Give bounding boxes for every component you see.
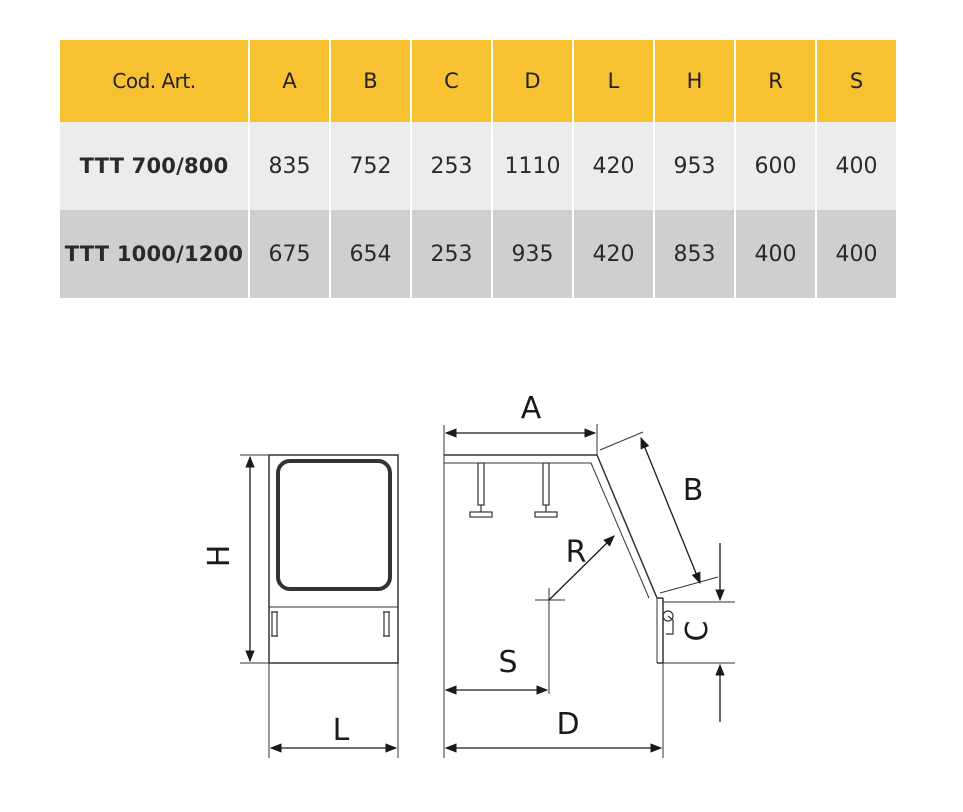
cell-d: 935 (491, 210, 572, 298)
header-cod-art: Cod. Art. (60, 40, 248, 122)
cell-h: 853 (653, 210, 734, 298)
front-clamp (662, 610, 674, 635)
dimension-line-b (640, 436, 701, 585)
label-r: R (566, 535, 587, 570)
header-a: A (248, 40, 329, 122)
header-d: D (491, 40, 572, 122)
cell-a: 675 (248, 210, 329, 298)
clamp-left (271, 611, 278, 637)
cell-s: 400 (815, 210, 896, 298)
label-h: H (202, 545, 237, 568)
label-c: C (680, 621, 715, 642)
side-profile-inner (444, 462, 650, 599)
cell-b: 654 (329, 210, 410, 298)
ext-line-b-bottom (659, 576, 719, 594)
header-b: B (329, 40, 410, 122)
label-s: S (498, 645, 517, 680)
cell-s: 400 (815, 122, 896, 210)
cell-h: 953 (653, 122, 734, 210)
front-window (276, 459, 392, 591)
header-r: R (734, 40, 815, 122)
cell-a: 835 (248, 122, 329, 210)
cell-c: 253 (410, 210, 491, 298)
header-h: H (653, 40, 734, 122)
cell-c: 253 (410, 122, 491, 210)
side-view (443, 424, 735, 758)
cell-r: 600 (734, 122, 815, 210)
cell-r: 400 (734, 210, 815, 298)
front-frame (268, 454, 399, 664)
cell-l: 420 (572, 210, 653, 298)
label-l: L (333, 713, 350, 748)
cell-model: TTT 700/800 (60, 122, 248, 210)
cell-l: 420 (572, 122, 653, 210)
header-c: C (410, 40, 491, 122)
clamp-right (383, 611, 390, 637)
header-s: S (815, 40, 896, 122)
label-d: D (556, 707, 579, 742)
mount-foot-1 (469, 462, 493, 518)
cell-model: TTT 1000/1200 (60, 210, 248, 298)
label-a: A (521, 391, 542, 426)
side-profile-outer (444, 454, 663, 599)
header-l: L (572, 40, 653, 122)
table-header-row: Cod. Art. A B C D L H R S (60, 40, 896, 122)
mount-foot-2 (534, 462, 558, 518)
cell-b: 752 (329, 122, 410, 210)
dimensions-table: Cod. Art. A B C D L H R S TTT 700/800 83… (60, 40, 896, 298)
front-view (240, 454, 399, 758)
dimension-line-r (548, 535, 615, 601)
cell-d: 1110 (491, 122, 572, 210)
table-row: TTT 1000/1200 675 654 253 935 420 853 40… (60, 210, 896, 298)
label-b: B (683, 473, 704, 508)
table-row: TTT 700/800 835 752 253 1110 420 953 600… (60, 122, 896, 210)
ext-line-b-top (599, 431, 644, 451)
